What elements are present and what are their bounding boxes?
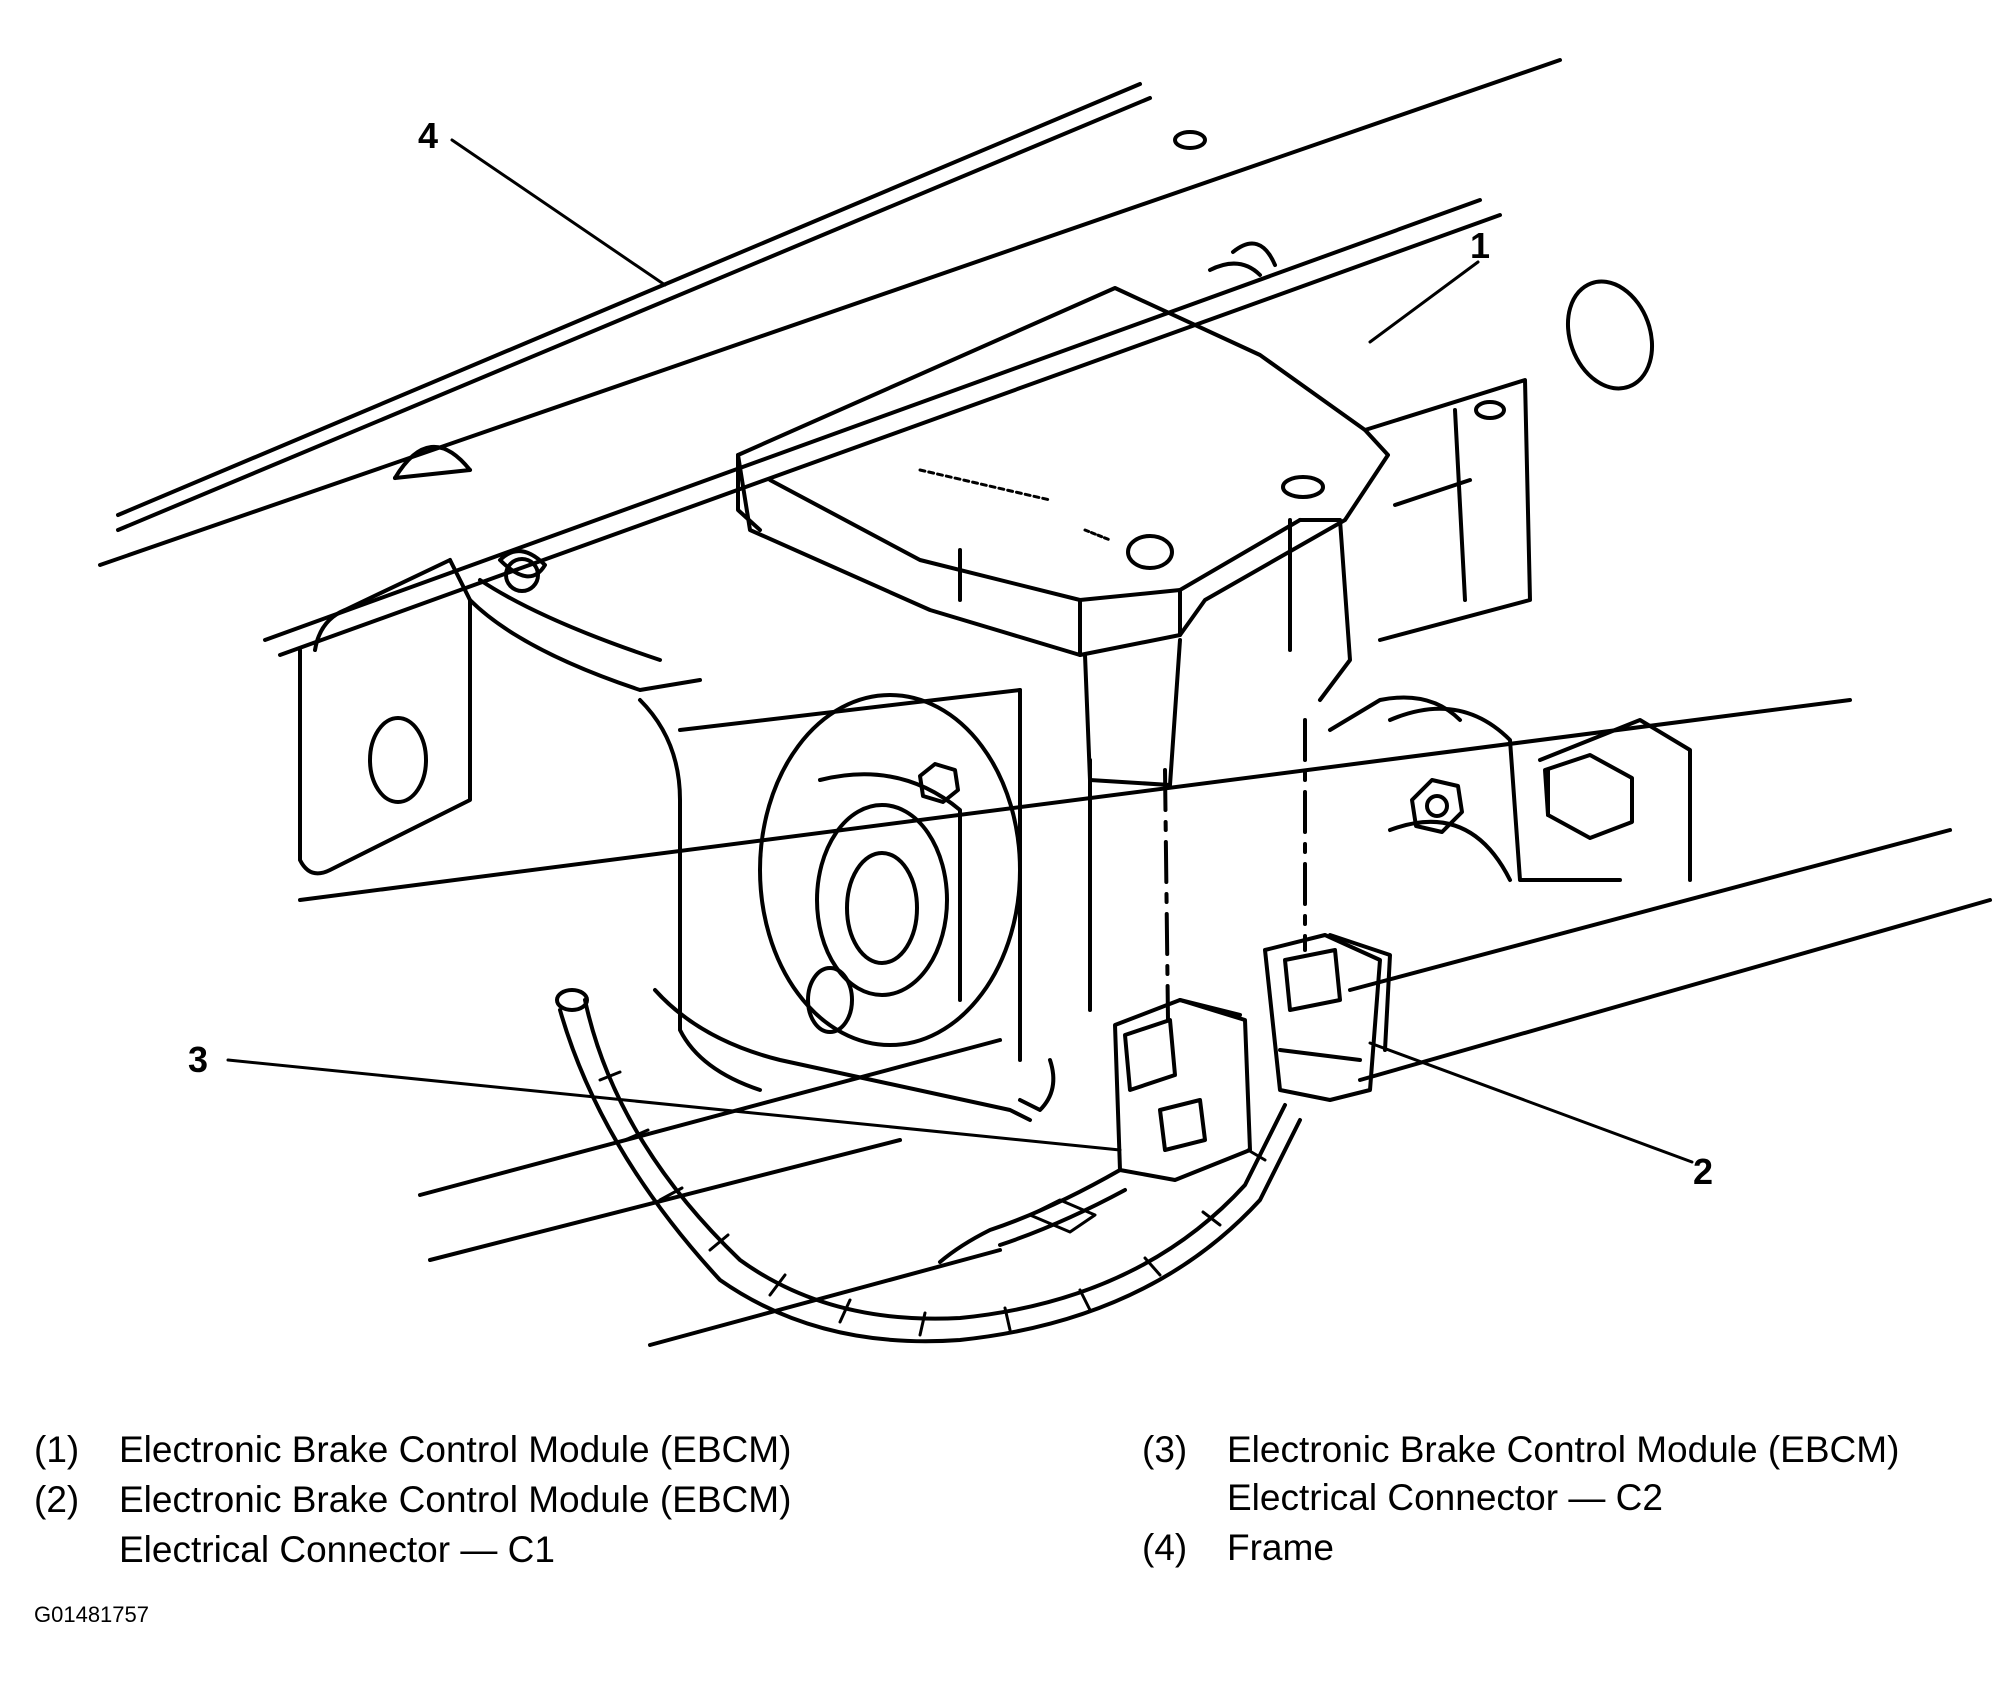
wiring-harness (555, 988, 1302, 1344)
legend-text-3-line-2: Electrical Connector — C2 (1227, 1477, 1663, 1518)
legend-text-4-line-1: Frame (1227, 1527, 1334, 1568)
legend-text-2-line-2: Electrical Connector — C1 (119, 1529, 555, 1570)
legend-number-4: (4) (1142, 1527, 1188, 1568)
legend-text-1-line-1: Electronic Brake Control Module (EBCM) (119, 1429, 792, 1470)
ebcm-module (736, 261, 1532, 787)
connector-c1 (1263, 718, 1392, 1102)
callout-3: 3 (188, 1039, 209, 1080)
leader-line-1 (1368, 260, 1480, 344)
legend-item-3: (3) Electronic Brake Control Module (EBC… (1142, 1425, 1992, 1525)
legend-item-2: (2) Electronic Brake Control Module (EBC… (34, 1475, 884, 1575)
modulator-body (678, 688, 1634, 1062)
leader-line-2 (1368, 1041, 1694, 1164)
ebcm-location-illustration (98, 58, 1992, 1347)
legend-number-1: (1) (34, 1429, 80, 1470)
callout-1: 1 (1470, 225, 1491, 266)
leader-line-4 (450, 138, 667, 287)
callout-2: 2 (1693, 1151, 1714, 1192)
frame-rail-lower (298, 698, 1992, 1347)
leader-lines (226, 138, 1694, 1164)
figure-id: G01481757 (34, 1602, 149, 1627)
legend-item-1: (1) Electronic Brake Control Module (EBC… (34, 1425, 884, 1475)
frame-rail-upper (98, 58, 1655, 657)
legend-number-3: (3) (1142, 1429, 1188, 1470)
leader-line-3 (226, 1058, 1122, 1152)
callout-4: 4 (418, 115, 439, 156)
legend-number-2: (2) (34, 1479, 80, 1520)
legend-item-4: (4) Frame (1142, 1523, 1992, 1573)
legend-text-3-line-1: Electronic Brake Control Module (EBCM) (1227, 1429, 1900, 1470)
mounting-bracket (298, 549, 1692, 1122)
legend-text-2-line-1: Electronic Brake Control Module (EBCM) (119, 1479, 792, 1520)
connector-c2 (1113, 768, 1252, 1182)
